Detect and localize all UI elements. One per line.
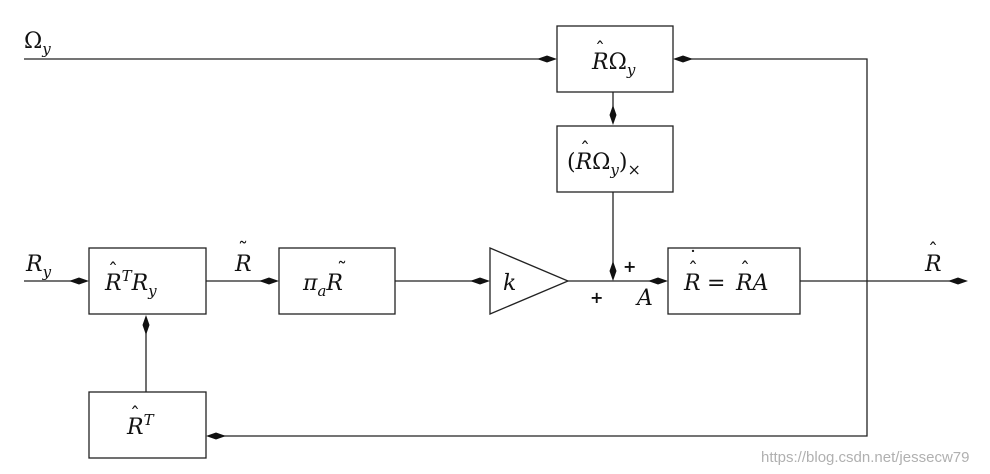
block-rt <box>88 391 207 459</box>
svg-text:=: = <box>707 271 725 296</box>
arrow-rt-rtry <box>142 315 150 335</box>
arrow-pi-gain <box>470 277 490 285</box>
svg-text:ˆ: ˆ <box>928 238 938 262</box>
svg-text:ˆ: ˆ <box>595 37 605 61</box>
text-integrator: ˙ ˆ R = ˆ RA <box>683 246 768 296</box>
svg-text:πaR: πaR <box>302 271 343 300</box>
label-r-tilde: ˜ R <box>234 237 252 277</box>
svg-text:˜: ˜ <box>337 257 347 281</box>
arrow-feedback-bottom <box>206 432 226 440</box>
svg-text:R: R <box>234 252 252 277</box>
wire-feedback-top <box>681 58 868 281</box>
block-r-omega <box>556 25 674 93</box>
svg-text:RA: RA <box>735 271 768 296</box>
svg-text:R: R <box>924 252 942 277</box>
svg-text:RT: RT <box>126 411 155 440</box>
svg-text:˙: ˙ <box>688 246 698 270</box>
text-rt: ˆ RT <box>126 402 155 440</box>
svg-text:(RΩy)×: (RΩy)× <box>567 150 641 179</box>
text-rt-ry: ˆ RTRy <box>104 258 157 300</box>
svg-text:ˆ: ˆ <box>688 257 698 281</box>
block-r-omega-cross <box>556 125 674 193</box>
watermark: https://blog.csdn.net/jessecw79 <box>761 449 969 466</box>
svg-text:ˆ: ˆ <box>108 258 118 282</box>
label-r-hat-out: ˆ R <box>924 238 942 277</box>
sign-plus-top: + <box>623 257 636 276</box>
svg-text:ˆ: ˆ <box>580 137 590 161</box>
block-pi-r <box>278 247 396 315</box>
arrow-sum-integrator <box>648 277 668 285</box>
block-integrator <box>667 247 801 315</box>
arrow-feedback-top <box>673 55 693 63</box>
label-r-y: Ry <box>25 252 52 281</box>
svg-text:R: R <box>683 271 701 296</box>
block-gain <box>489 247 570 315</box>
text-r-omega-cross: ˆ (RΩy)× <box>567 137 641 179</box>
label-omega-y: Ωy <box>24 29 51 58</box>
arrow-romega-cross <box>609 105 617 125</box>
svg-text:ˆ: ˆ <box>740 257 750 281</box>
svg-text:˜: ˜ <box>238 237 248 261</box>
arrow-ry-in <box>69 277 89 285</box>
block-rt-ry <box>88 247 207 315</box>
arrow-rtry-pi <box>259 277 279 285</box>
text-gain-k: k <box>503 271 516 296</box>
svg-text:ˆ: ˆ <box>130 402 140 426</box>
arrow-cross-sum <box>609 261 617 281</box>
label-a: A <box>635 286 653 311</box>
svg-text:RTRy: RTRy <box>104 267 157 300</box>
arrow-output <box>948 277 968 285</box>
sign-plus-bottom: + <box>590 288 603 307</box>
svg-text:RΩy: RΩy <box>591 50 636 79</box>
text-r-omega: ˆ RΩy <box>591 37 636 79</box>
arrow-omega-in <box>537 55 557 63</box>
text-pi-r: ˜ πaR <box>302 257 347 300</box>
wire-feedback-bottom <box>214 281 868 437</box>
